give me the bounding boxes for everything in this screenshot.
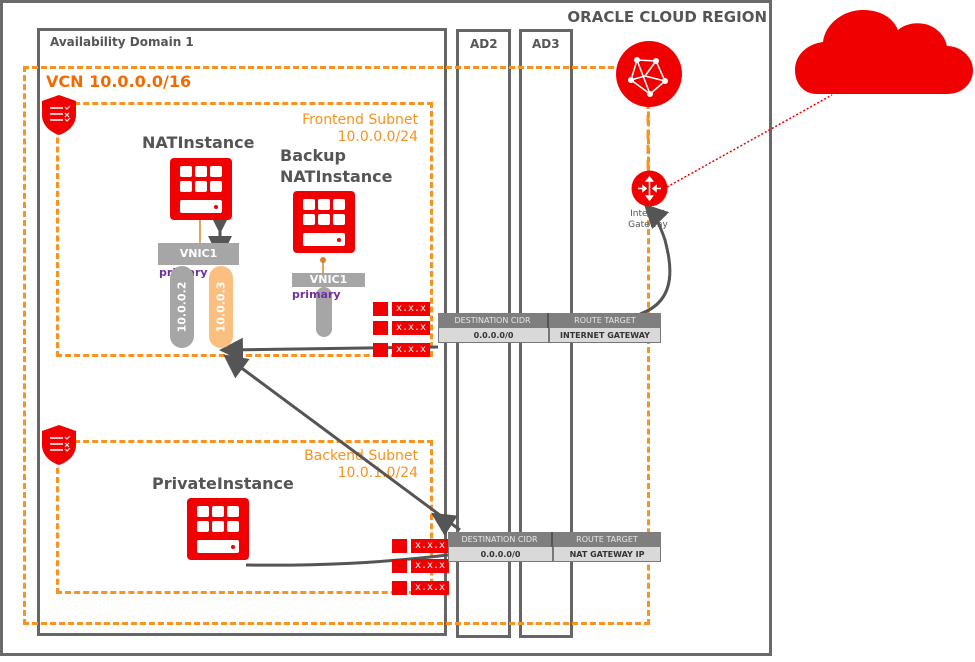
- route-table-row[interactable]: 0.0.0.0/0 NAT GATEWAY IP: [448, 547, 661, 562]
- availability-domain-1-label: Availability Domain 1: [50, 35, 194, 49]
- router-arrows-icon[interactable]: [631, 170, 668, 207]
- frontend-rule[interactable]: x.x.x: [392, 321, 430, 335]
- backup-nat-vnic1-primary: primary: [292, 288, 341, 301]
- internet-link: [666, 94, 833, 188]
- vcn-boundary: [23, 66, 650, 625]
- availability-domain-3-label: AD3: [532, 37, 560, 51]
- backup-nat-vnic1[interactable]: VNIC1: [292, 273, 365, 287]
- route-destination-cidr: 0.0.0.0/0: [438, 328, 549, 343]
- backend-route-table: DESTINATION CIDR ROUTE TARGET 0.0.0.0/0 …: [448, 532, 661, 562]
- backend-rule[interactable]: x.x.x: [411, 581, 449, 595]
- backup-vnic-connector-dot: [320, 257, 326, 263]
- frontend-subnet-name: Frontend Subnet: [302, 112, 418, 128]
- cloud-icon[interactable]: [795, 8, 975, 96]
- nat-instance-title: NATInstance: [142, 133, 255, 152]
- backend-subnet-arrow: [430, 512, 458, 536]
- private-instance-title: PrivateInstance: [152, 474, 294, 493]
- frontend-rule[interactable]: x.x.x: [392, 343, 430, 357]
- shield-checklist-icon[interactable]: [42, 95, 76, 135]
- route-to-igw-arrow: [639, 203, 672, 316]
- nat-instance-server-icon[interactable]: [170, 158, 232, 220]
- backup-nat-instance-title: Backup NATInstance: [280, 146, 393, 186]
- route-target: INTERNET GATEWAY: [549, 328, 661, 343]
- backend-rule-marker: [392, 581, 407, 595]
- private-instance-server-icon[interactable]: [187, 498, 249, 560]
- backup-nat-ip-placeholder[interactable]: [316, 287, 332, 337]
- backup-nat-instance-server-icon[interactable]: [293, 191, 355, 253]
- frontend-subnet-cidr: 10.0.0.0/24: [337, 129, 418, 145]
- network-mesh-icon[interactable]: [615, 40, 683, 108]
- backend-route-to-nat-arrow: [223, 354, 461, 532]
- route-target: NAT GATEWAY IP: [553, 547, 661, 562]
- private-instance-route-link: [245, 553, 449, 567]
- route-table-header-target: ROUTE TARGET: [553, 532, 661, 547]
- route-table-header-target: ROUTE TARGET: [549, 313, 661, 328]
- availability-domain-2-label: AD2: [470, 37, 498, 51]
- nat-secondary-ip[interactable]: 10.0.0.3: [209, 266, 233, 348]
- frontend-rule-marker: [373, 302, 388, 316]
- nat-vnic1[interactable]: VNIC1: [158, 243, 239, 265]
- frontend-rule-marker: [373, 321, 388, 335]
- internet-gateway-label: Internet Gateway: [628, 209, 668, 230]
- route-table-header-destination: DESTINATION CIDR: [448, 532, 553, 547]
- frontend-subnet-label: Frontend Subnet 10.0.0.0/24: [302, 112, 418, 146]
- nat-primary-ip[interactable]: 10.0.0.2: [170, 266, 194, 348]
- backend-rule[interactable]: x.x.x: [411, 559, 449, 573]
- backend-subnet-cidr: 10.0.1.0/24: [337, 465, 418, 481]
- frontend-route-table: DESTINATION CIDR ROUTE TARGET 0.0.0.0/0 …: [438, 313, 661, 343]
- backend-rule-marker: [392, 539, 407, 553]
- route-table-header-destination: DESTINATION CIDR: [438, 313, 549, 328]
- route-table-row[interactable]: 0.0.0.0/0 INTERNET GATEWAY: [438, 328, 661, 343]
- shield-checklist-icon[interactable]: [42, 425, 76, 465]
- frontend-rule[interactable]: x.x.x: [392, 302, 430, 316]
- oracle-cloud-region: [0, 0, 772, 656]
- vcn-label: VCN 10.0.0.0/16: [46, 72, 192, 91]
- frontend-rule-marker: [373, 343, 388, 357]
- region-title: ORACLE CLOUD REGION: [567, 8, 767, 26]
- route-destination-cidr: 0.0.0.0/0: [448, 547, 553, 562]
- backend-rule[interactable]: x.x.x: [411, 539, 449, 553]
- backend-rule-marker: [392, 559, 407, 573]
